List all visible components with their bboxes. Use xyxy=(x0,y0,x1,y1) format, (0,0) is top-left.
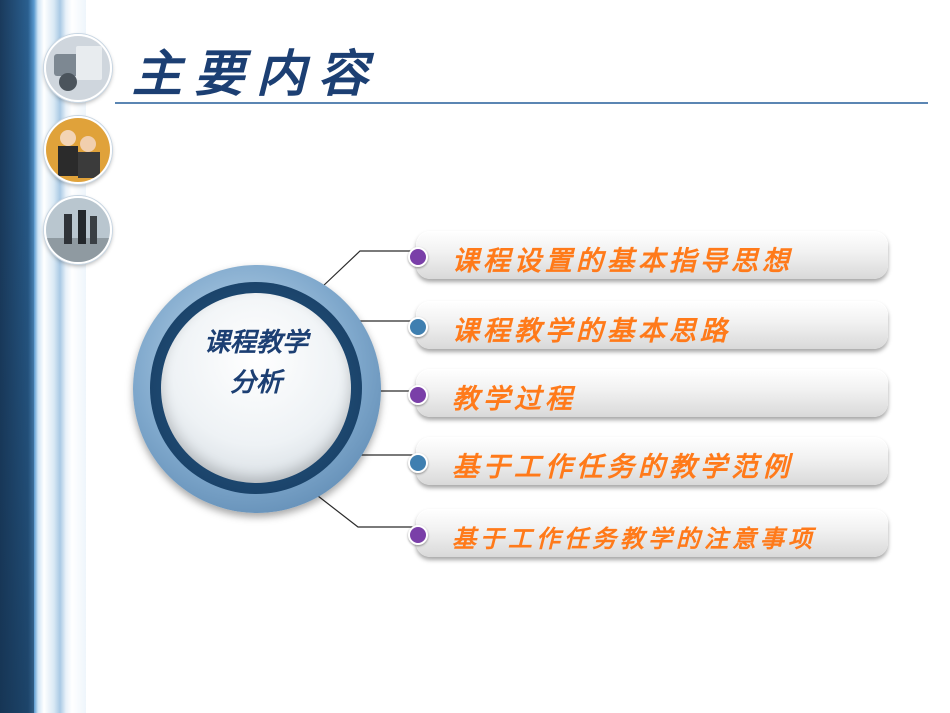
content-item-1[interactable]: 课程设置的基本指导思想 xyxy=(408,231,888,279)
content-item-5[interactable]: 基于工作任务教学的注意事项 xyxy=(408,509,888,557)
purple-dot-icon xyxy=(408,385,428,405)
purple-dot-icon xyxy=(408,525,428,545)
content-item-label: 基于工作任务教学的注意事项 xyxy=(452,524,816,553)
content-item-label: 教学过程 xyxy=(452,384,576,415)
content-item-label: 基于工作任务的教学范例 xyxy=(452,452,793,483)
content-item-label: 课程教学的基本思路 xyxy=(452,316,731,347)
hub-label-line2: 分析 xyxy=(229,368,282,398)
content-item-3[interactable]: 教学过程 xyxy=(408,369,888,417)
title-divider xyxy=(115,102,928,104)
sidebar-shade xyxy=(0,0,34,713)
hub-label-line1: 课程教学 xyxy=(203,328,308,358)
hub-center xyxy=(161,293,351,483)
page-title: 主要内容 xyxy=(132,44,380,103)
objects-photo xyxy=(44,34,112,102)
content-item-label: 课程设置的基本指导思想 xyxy=(452,246,793,277)
blue-dot-icon xyxy=(408,317,428,337)
hub-label: 课程教学 分析 xyxy=(161,323,351,403)
purple-dot-icon xyxy=(408,247,428,267)
content-item-2[interactable]: 课程教学的基本思路 xyxy=(408,301,888,349)
business-people-photo xyxy=(44,116,112,184)
content-item-4[interactable]: 基于工作任务的教学范例 xyxy=(408,437,888,485)
blue-dot-icon xyxy=(408,453,428,473)
